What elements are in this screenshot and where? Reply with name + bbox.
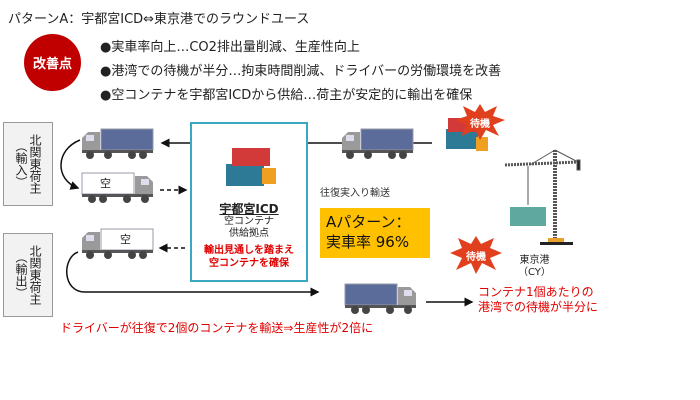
page-title: パターンA：宇都宮ICD⇔東京港でのラウンドユース <box>8 12 310 27</box>
truck-icon <box>81 172 153 203</box>
waiting-burst-top: 待機 <box>455 104 505 140</box>
truck-icon <box>342 128 414 159</box>
waiting-burst-bottom: 待機 <box>450 236 502 274</box>
icd-name: 宇都宮ICD <box>219 202 279 216</box>
bullet-3: ●空コンテナを宇都宮ICDから供給…荷主が安定的に輸出を確保 <box>100 88 473 103</box>
arrow-export <box>66 251 320 297</box>
port-note: コンテナ1個あたりの 港湾での待機が半分に <box>478 285 598 315</box>
shipper-import: 北関東荷主 （輸入） <box>3 122 53 206</box>
pattern-line1: Aパターン： <box>326 213 411 231</box>
shipper-type: （輸入） <box>14 140 28 188</box>
icd-note: 輸出見通しを踏まえ 空コンテナを確保 <box>192 244 306 270</box>
driver-note: ドライバーが往復で2個のコンテナを輸送⇒生産性が2倍に <box>60 321 374 335</box>
truck-empty: 空 <box>80 228 155 264</box>
truck-loaded <box>343 283 418 319</box>
icd-note1: 輸出見通しを踏まえ <box>204 245 294 256</box>
truck-icon <box>344 283 416 314</box>
shipper-name: 北関東荷主 <box>28 134 42 194</box>
truck-icon <box>82 228 154 259</box>
icd-box: 宇都宮ICD 空コンテナ 供給拠点 輸出見通しを踏まえ 空コンテナを確保 <box>190 122 308 282</box>
crane-icon <box>504 149 581 245</box>
shipper-export: 北関東荷主 （輸出） <box>3 233 53 317</box>
shipper-type: （輸出） <box>14 251 28 299</box>
truck-loaded <box>340 128 415 164</box>
port-note-line1: コンテナ1個あたりの <box>478 285 594 299</box>
port-name: 東京港 <box>519 255 550 266</box>
round-trip-label: 往復実入り輸送 <box>320 188 390 199</box>
waiting-label: 待機 <box>470 118 490 130</box>
improvement-badge: 改善点 <box>24 34 81 91</box>
empty-label: 空 <box>100 177 111 190</box>
port-note-line2: 港湾での待機が半分に <box>478 300 599 314</box>
pattern-line2: 実車率 96% <box>326 233 410 251</box>
port-sub: （CY） <box>518 267 551 278</box>
icd-sub2: 供給拠点 <box>229 228 269 239</box>
port-label: 東京港 （CY） <box>518 255 551 279</box>
shipper-name: 北関東荷主 <box>28 245 42 305</box>
icd-description: 空コンテナ 供給拠点 <box>192 216 306 240</box>
container-stack-icon <box>226 148 276 186</box>
bullet-2: ●港湾での待機が半分…拘束時間削減、ドライバーの労働環境を改善 <box>100 64 502 79</box>
truck-loaded <box>80 128 155 164</box>
bullet-1: ●実車率向上…CO2排出量削減、生産性向上 <box>100 40 360 55</box>
icd-sub1: 空コンテナ <box>224 216 274 227</box>
icd-note2: 空コンテナを確保 <box>209 258 289 269</box>
truck-empty: 空 <box>80 172 155 208</box>
truck-icon <box>82 128 154 159</box>
arrow-curve-import <box>60 139 81 190</box>
empty-label: 空 <box>120 233 131 246</box>
waiting-label: 待機 <box>466 251 486 263</box>
pattern-box: Aパターン： 実車率 96% <box>320 208 430 258</box>
